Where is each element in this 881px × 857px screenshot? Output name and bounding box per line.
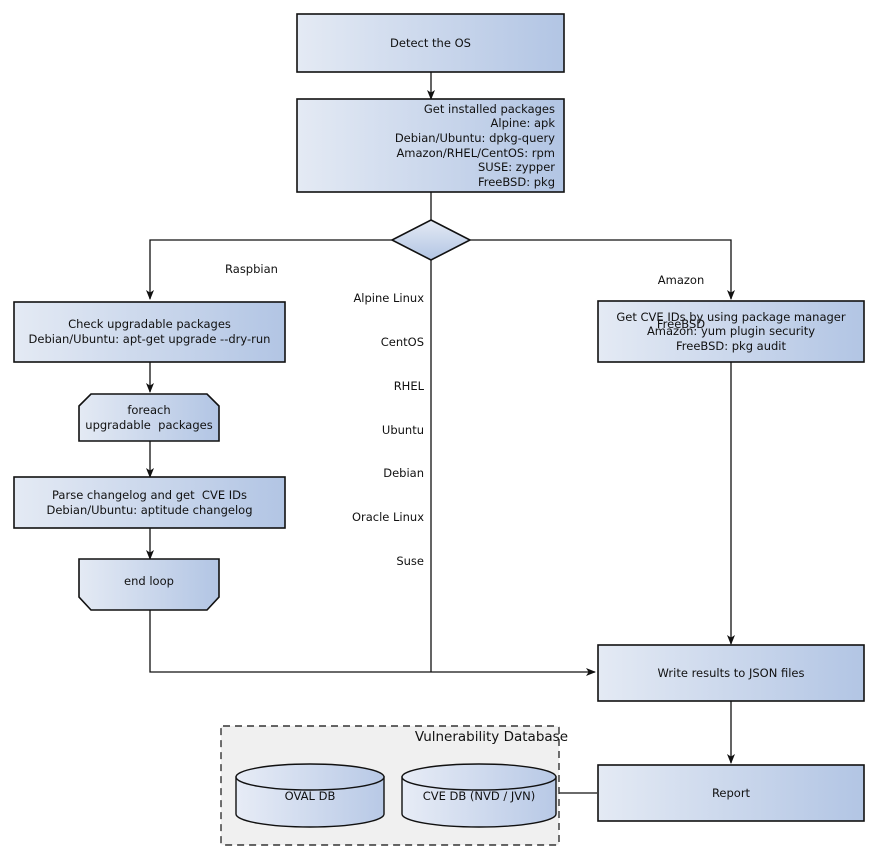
node-get-installed-packages[interactable] (296, 98, 565, 193)
edge-decision-raspbian (146, 239, 392, 300)
node-decision-diamond[interactable] (390, 219, 472, 261)
node-foreach-loop-start[interactable] (78, 393, 220, 442)
node-cve-db[interactable] (401, 763, 557, 828)
node-get-cve-ids[interactable] (597, 300, 865, 363)
node-report[interactable] (597, 764, 865, 822)
node-end-loop[interactable] (78, 558, 220, 611)
node-write-results[interactable] (597, 644, 865, 702)
node-detect-os[interactable] (296, 13, 565, 73)
edge-endloop-to-write (149, 610, 596, 676)
node-parse-changelog[interactable] (13, 476, 286, 529)
node-oval-db[interactable] (235, 763, 385, 828)
edges-group (146, 72, 735, 794)
node-check-upgradable[interactable] (13, 301, 286, 363)
edge-decision-amazon-freebsd (470, 239, 735, 300)
